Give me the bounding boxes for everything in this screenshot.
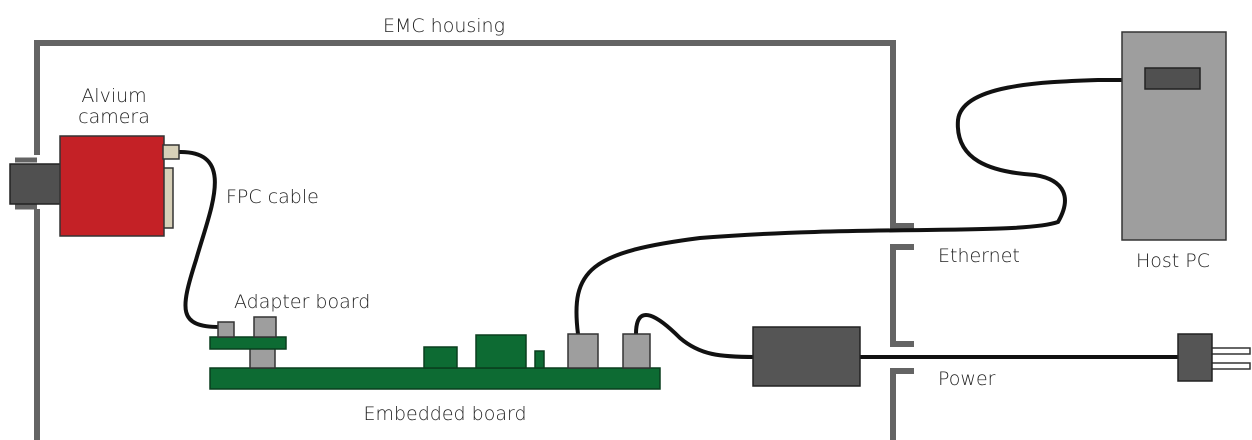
host-pc — [1121, 31, 1227, 241]
camera-fpc-connector — [162, 144, 180, 160]
embedded-board-pcb — [209, 367, 661, 390]
label-host-pc: Host PC — [1136, 250, 1210, 272]
label-alvium-line1: Alvium — [81, 85, 146, 107]
ethernet-cable — [574, 78, 1142, 336]
board-chip-small — [423, 346, 458, 369]
adapter-csi-connector — [253, 316, 277, 338]
embedded-board — [209, 333, 661, 390]
power-cable-in — [634, 312, 757, 359]
adapter-board — [209, 316, 287, 369]
label-ethernet: Ethernet — [938, 245, 1020, 267]
label-fpc-cable: FPC cable — [226, 186, 319, 208]
housing-outline-top — [34, 40, 914, 229]
plug-prong-bottom — [1209, 362, 1251, 370]
fpc-cable — [176, 149, 222, 329]
label-emc-housing: EMC housing — [383, 15, 505, 37]
adapter-fpc-connector — [217, 321, 235, 338]
label-embedded-board: Embedded board — [363, 403, 526, 425]
camera-lens — [9, 163, 63, 205]
host-pc-drive-slot — [1144, 67, 1201, 90]
ethernet-port — [567, 333, 599, 369]
power-supply — [752, 326, 861, 387]
adapter-standoff — [249, 347, 276, 369]
label-adapter-board: Adapter board — [234, 291, 370, 313]
power-port — [622, 333, 651, 369]
power-plug — [1177, 333, 1251, 382]
housing-ethernet-gap — [890, 244, 914, 347]
housing-power-gap — [890, 368, 914, 440]
board-chip-large — [475, 334, 527, 369]
label-power: Power — [938, 368, 996, 390]
alvium-camera — [9, 135, 180, 237]
plug-body — [1177, 333, 1213, 382]
emc-housing — [15, 40, 914, 440]
cables — [176, 78, 1180, 359]
label-alvium-line2: camera — [78, 106, 150, 128]
adapter-board-pcb — [209, 336, 287, 350]
host-pc-tower — [1121, 31, 1227, 241]
board-pin — [534, 350, 545, 369]
plug-prong-top — [1209, 347, 1251, 355]
camera-body — [59, 135, 165, 237]
